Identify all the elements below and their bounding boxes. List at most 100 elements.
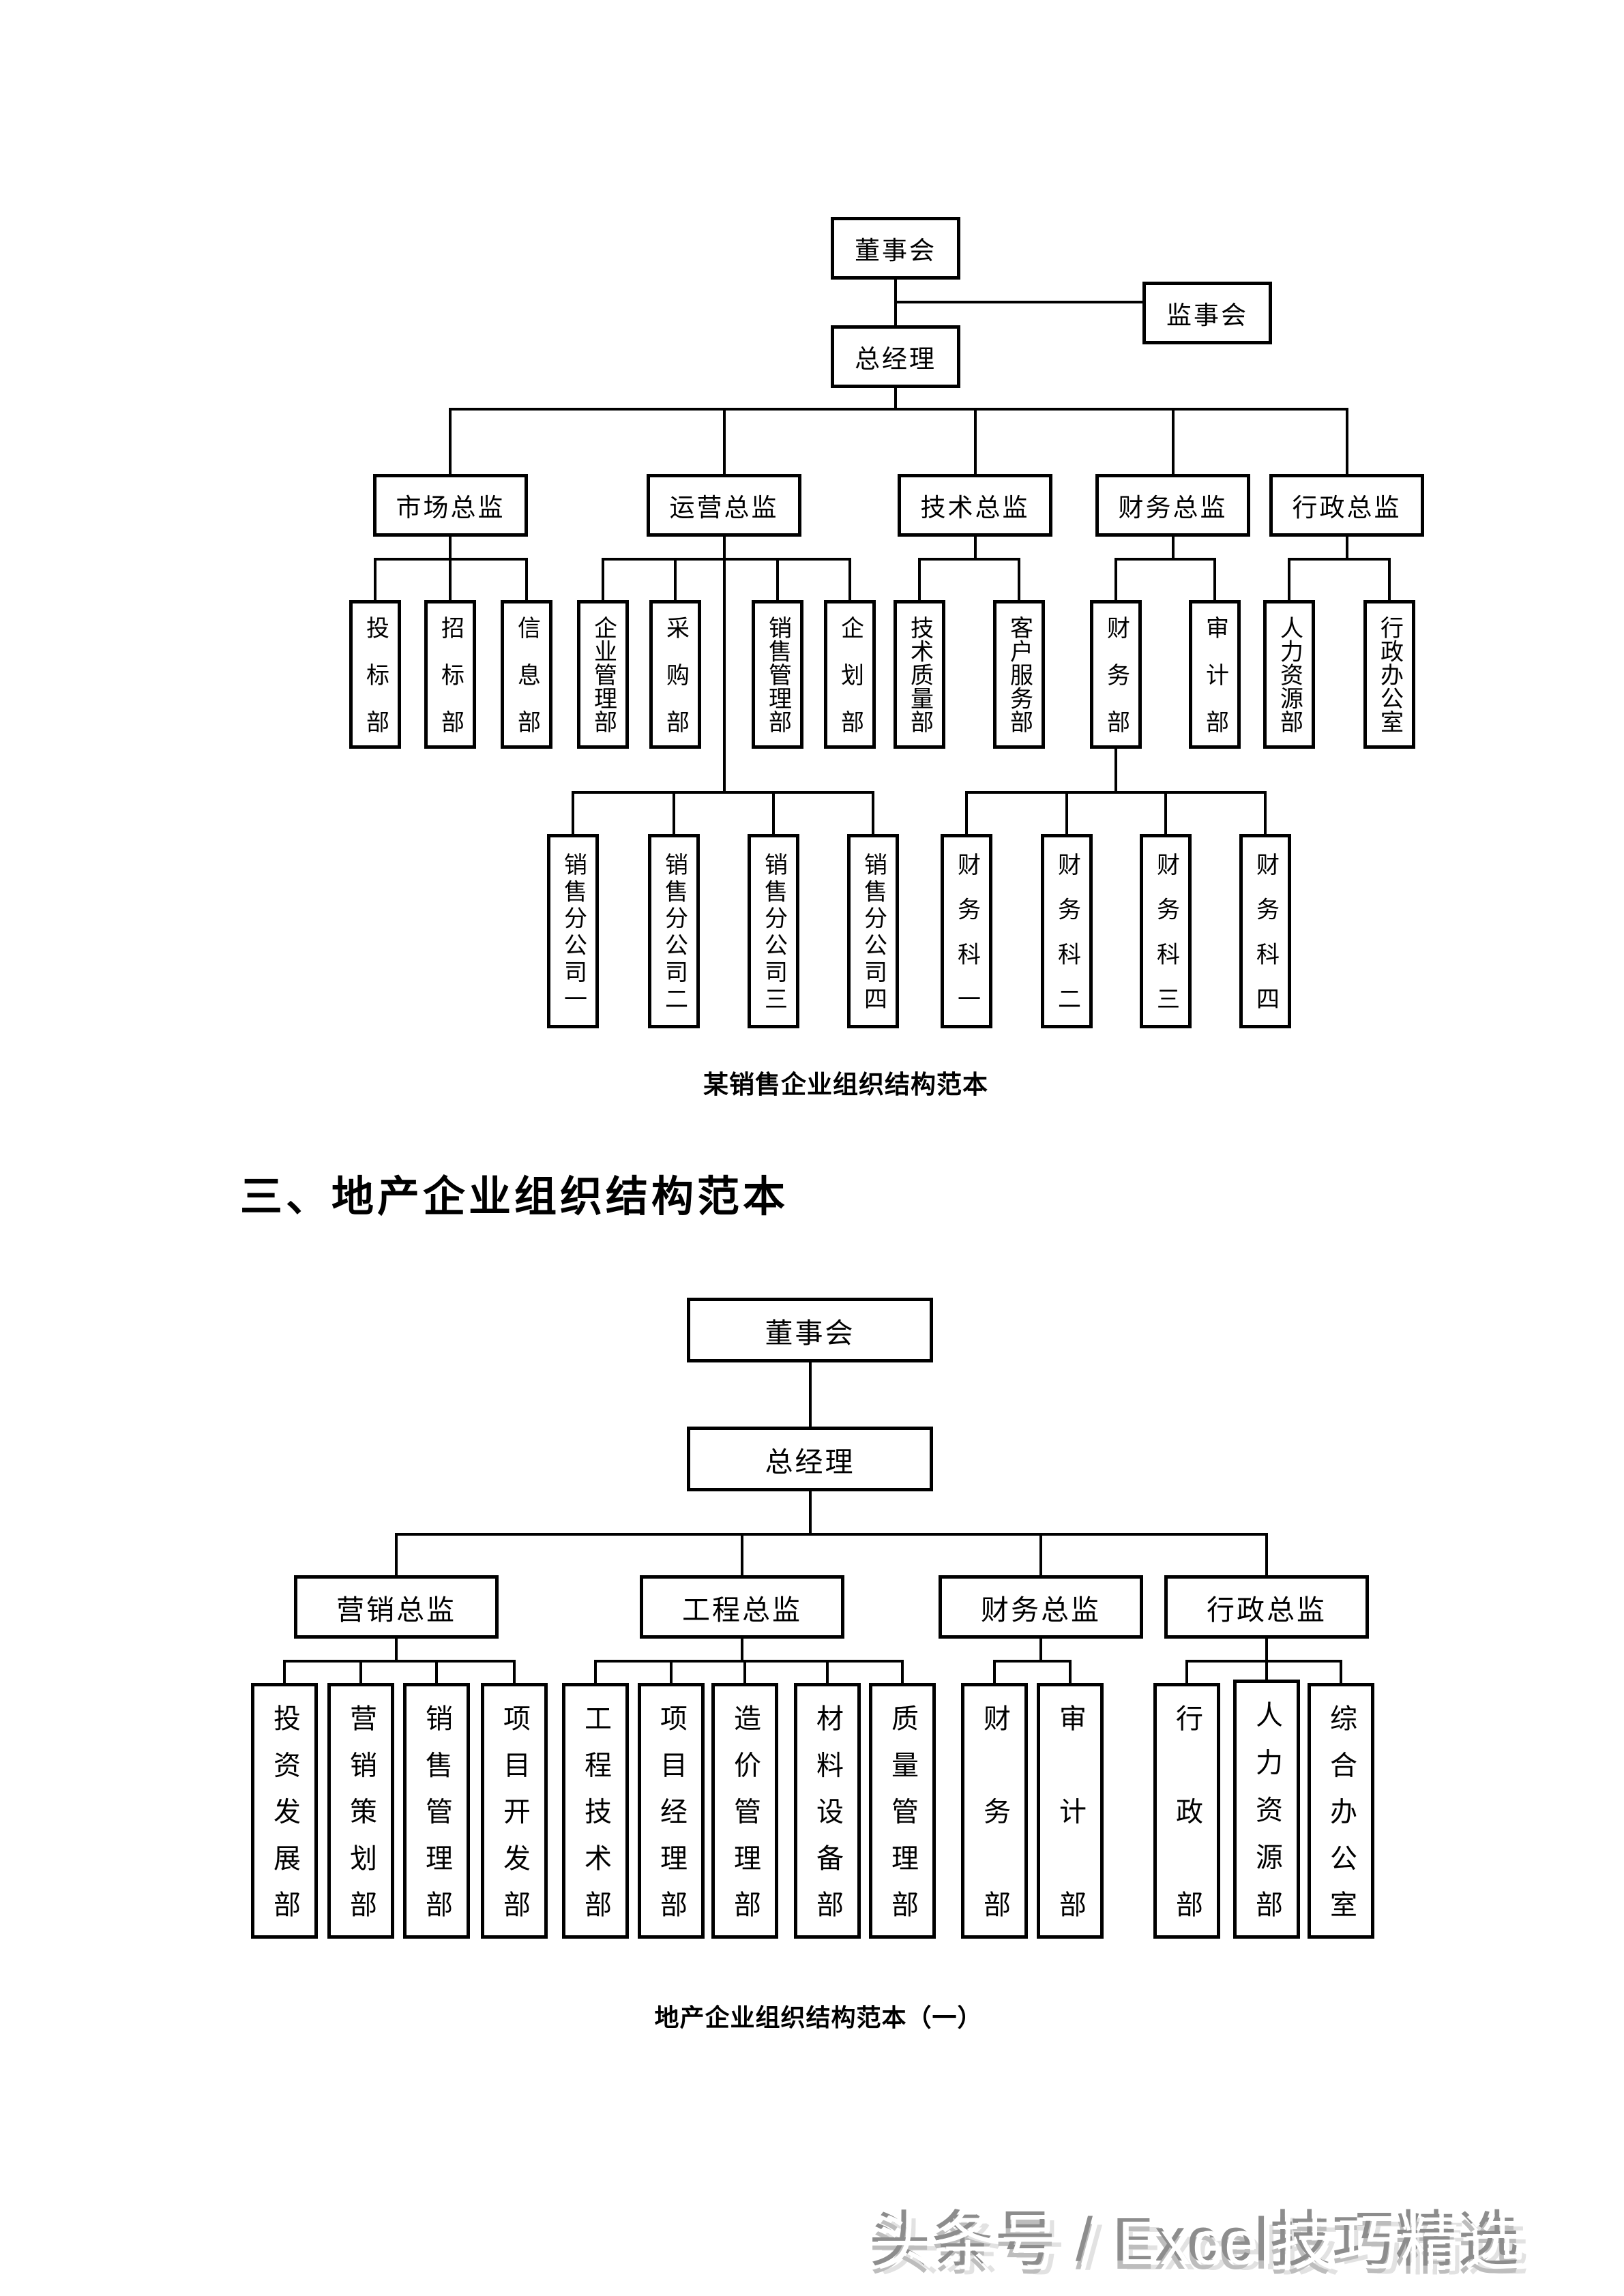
node-label: 投标部: [362, 616, 388, 733]
node-label: 营销策划部: [346, 1704, 377, 1918]
org-node-finance-section: 财务科二: [1041, 834, 1093, 1028]
node-label: 董事会: [765, 1317, 855, 1349]
org-node-dept: 投资发展部: [251, 1683, 318, 1939]
node-label: 营销总监: [336, 1594, 456, 1626]
org-node-director-marketing: 市场总监: [373, 474, 528, 537]
node-label: 采购部: [662, 616, 688, 733]
chart1-connectors: [374, 280, 1391, 837]
chart1-caption: 某销售企业组织结构范本: [703, 1071, 988, 1099]
node-label: 行政办公室: [1376, 616, 1402, 733]
org-node-board-chart1: 董事会: [831, 217, 960, 280]
org-node-dept: 工程技术部: [562, 1683, 629, 1939]
node-label: 财务科四: [1252, 852, 1278, 1010]
node-label: 项目开发部: [499, 1704, 530, 1918]
org-node-dept: 营销策划部: [327, 1683, 394, 1939]
node-label: 财务科二: [1054, 852, 1080, 1010]
node-label: 财务科一: [954, 852, 979, 1010]
node-label: 销售分公司二: [661, 852, 687, 1010]
node-label: 财务科三: [1153, 852, 1179, 1010]
org-node-board-chart2: 董事会: [687, 1298, 933, 1362]
org-node-dept: 信息部: [501, 600, 552, 749]
node-label: 销售管理部: [765, 616, 791, 733]
org-node-dept: 技术质量部: [894, 600, 945, 749]
org-node-director-engineering: 工程总监: [640, 1575, 844, 1639]
node-label: 行政总监: [1292, 494, 1402, 522]
org-node-dept: 综合办公室: [1308, 1683, 1374, 1939]
org-node-dept: 客户服务部: [993, 600, 1045, 749]
node-label: 技术质量部: [906, 616, 932, 733]
org-node-dept: 项目经理部: [638, 1683, 705, 1939]
org-node-dept: 审计部: [1037, 1683, 1104, 1939]
org-node-director-finance2: 财务总监: [939, 1575, 1143, 1639]
node-label: 招标部: [437, 616, 463, 733]
org-node-supervisory-board: 监事会: [1142, 282, 1272, 344]
node-label: 销售分公司三: [761, 852, 786, 1010]
org-node-general-manager-chart1: 总经理: [831, 325, 960, 388]
node-label: 财务部: [979, 1704, 1010, 1918]
node-label: 财务总监: [981, 1594, 1101, 1626]
node-label: 财务部: [1103, 616, 1129, 733]
node-label: 工程总监: [682, 1594, 802, 1626]
node-label: 董事会: [855, 237, 936, 265]
node-label: 信息部: [514, 616, 540, 733]
node-label: 销售分公司一: [560, 852, 586, 1010]
org-node-director-admin: 行政总监: [1269, 474, 1424, 537]
org-node-dept: 招标部: [424, 600, 476, 749]
node-label: 审计部: [1202, 616, 1228, 733]
org-node-dept: 销售管理部: [752, 600, 803, 749]
node-label: 客户服务部: [1006, 616, 1032, 733]
org-node-dept: 财务部: [961, 1683, 1028, 1939]
org-node-dept: 造价管理部: [711, 1683, 778, 1939]
node-label: 财务总监: [1118, 494, 1228, 522]
org-node-dept: 人力资源部: [1233, 1680, 1300, 1939]
node-label: 投资发展部: [269, 1704, 300, 1918]
org-node-director-finance: 财务总监: [1095, 474, 1250, 537]
org-node-finance-section: 财务科三: [1140, 834, 1192, 1028]
org-node-sales-branch: 销售分公司二: [648, 834, 700, 1028]
org-node-dept: 销售管理部: [403, 1683, 470, 1939]
org-node-sales-branch: 销售分公司四: [847, 834, 899, 1028]
node-label: 企业管理部: [590, 616, 616, 733]
org-node-dept: 行政办公室: [1363, 600, 1415, 749]
node-label: 行政总监: [1207, 1594, 1327, 1626]
node-label: 材料设备部: [812, 1704, 843, 1918]
watermark-toutiao-excel: 头条号 / Excel技巧精选: [874, 2209, 1526, 2278]
chart2-connectors: [283, 1361, 1342, 1684]
org-node-director-operations: 运营总监: [647, 474, 801, 537]
org-node-dept: 质量管理部: [869, 1683, 936, 1939]
org-node-dept: 财务部: [1090, 600, 1142, 749]
org-node-sales-branch: 销售分公司三: [748, 834, 799, 1028]
node-label: 质量管理部: [887, 1704, 918, 1918]
org-node-director-admin2: 行政总监: [1164, 1575, 1369, 1639]
org-node-dept: 项目开发部: [481, 1683, 548, 1939]
node-label: 市场总监: [396, 494, 505, 522]
node-label: 行政部: [1172, 1704, 1202, 1918]
node-label: 销售管理部: [422, 1704, 452, 1918]
org-node-finance-section: 财务科一: [941, 834, 992, 1028]
node-label: 人力资源部: [1276, 616, 1302, 733]
node-label: 综合办公室: [1326, 1704, 1357, 1918]
section-heading: 三、地产企业组织结构范本: [240, 1174, 789, 1221]
org-node-general-manager-chart2: 总经理: [687, 1427, 933, 1491]
org-node-dept: 行政部: [1153, 1683, 1220, 1939]
org-node-finance-section: 财务科四: [1239, 834, 1291, 1028]
node-label: 技术总监: [920, 494, 1030, 522]
org-node-dept: 采购部: [649, 600, 701, 749]
node-label: 造价管理部: [730, 1704, 761, 1918]
node-label: 销售分公司四: [860, 852, 886, 1010]
node-label: 项目经理部: [656, 1704, 687, 1918]
org-node-dept: 审计部: [1189, 600, 1241, 749]
org-node-sales-branch: 销售分公司一: [547, 834, 599, 1028]
org-node-director-technology: 技术总监: [898, 474, 1052, 537]
node-label: 人力资源部: [1252, 1701, 1282, 1918]
org-node-dept: 企划部: [824, 600, 876, 749]
node-label: 工程技术部: [580, 1704, 611, 1918]
node-label: 监事会: [1166, 302, 1248, 330]
node-label: 企划部: [837, 616, 863, 733]
org-node-dept: 企业管理部: [577, 600, 629, 749]
org-node-dept: 材料设备部: [794, 1683, 861, 1939]
org-node-director-marketing2: 营销总监: [294, 1575, 499, 1639]
node-label: 总经理: [765, 1446, 855, 1478]
